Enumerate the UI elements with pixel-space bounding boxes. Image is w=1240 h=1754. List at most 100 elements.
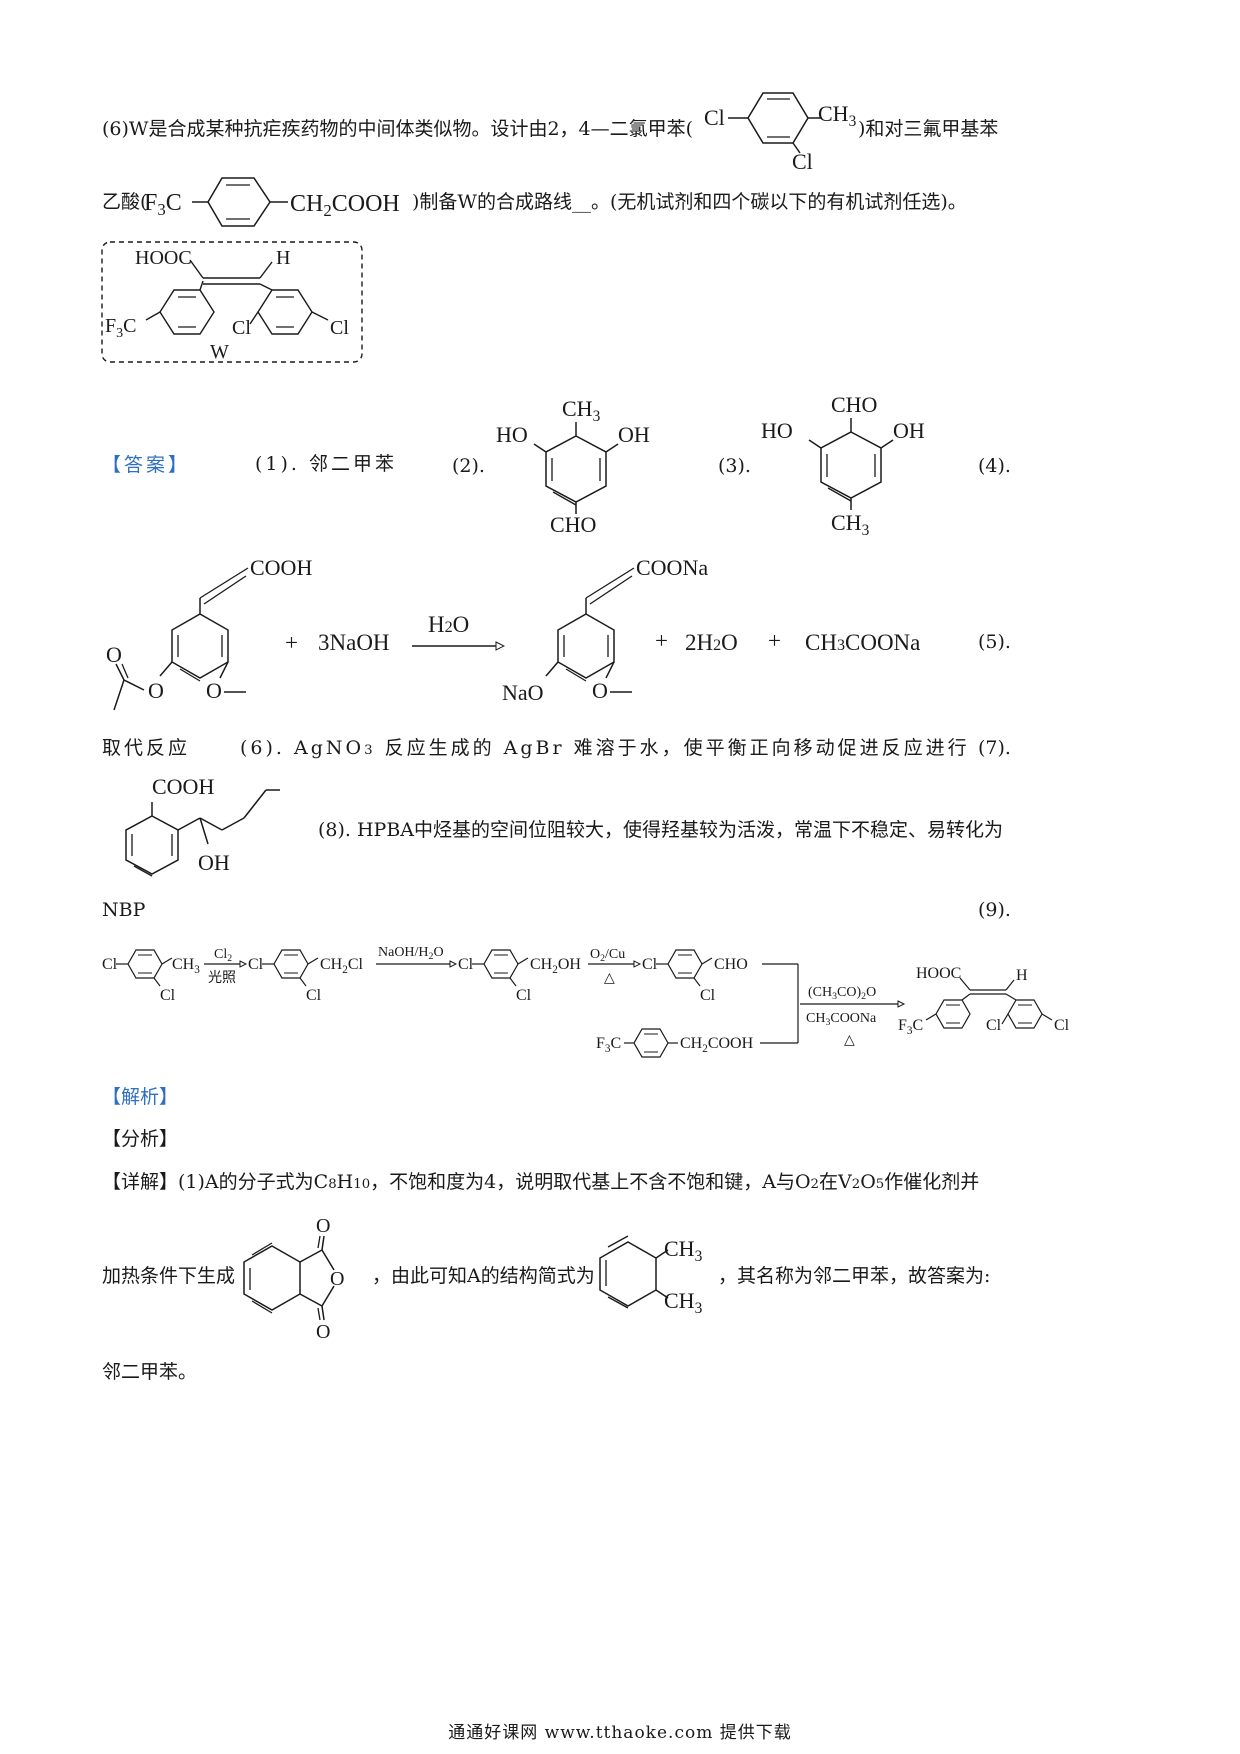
svg-text:CHO: CHO [831, 392, 877, 417]
route-mol-4: Cl CHO Cl [642, 949, 748, 1004]
answer-5-label: (5). [978, 631, 1011, 653]
phthalic-anhydride-structure: O O O [243, 1215, 344, 1342]
question-6-text: (6)W是合成某种抗疟疾药物的中间体类似物。设计由2，4—二氯甲苯( [102, 115, 693, 143]
answer-9-label: (9). [978, 899, 1011, 921]
plus-sign-1: + [285, 630, 298, 655]
fenxi-tag: 【分析】 [102, 1128, 179, 1150]
q6-line2-end: )制备W的合成路线__。(无机试剂和四个碳以下的有机试剂任选)。 [412, 191, 967, 213]
route-arrow-2: NaOH/H2O [376, 945, 458, 968]
svg-text:Cl: Cl [248, 956, 264, 973]
svg-text:COOH: COOH [250, 555, 312, 580]
question-6-line2-end: )制备W的合成路线__。(无机试剂和四个碳以下的有机试剂任选)。 [412, 188, 967, 216]
dichlorotoluene-structure: Cl CH3 Cl [704, 92, 857, 174]
svg-text:Cl: Cl [102, 956, 118, 973]
svg-text:Cl: Cl [458, 956, 474, 973]
plus-sign-2: + [655, 628, 668, 653]
condition-h2o: H2O [428, 612, 470, 637]
svg-text:CH2COOH: CH2COOH [290, 191, 400, 220]
svg-text:O: O [592, 678, 608, 703]
answer-5-text: 取代反应 [102, 737, 191, 759]
svg-text:Cl: Cl [986, 1017, 1002, 1034]
svg-text:Cl: Cl [330, 317, 349, 339]
ortho-xylene-structure: CH3 CH3 [599, 1235, 703, 1317]
svg-text:O: O [106, 642, 122, 667]
svg-text:O: O [330, 1268, 344, 1290]
q6-after-mol: )和对三氟甲基苯 [858, 118, 999, 140]
svg-text:COOH: COOH [152, 774, 214, 799]
w-label: W [210, 341, 229, 363]
cond3-top: O2/Cu [590, 947, 625, 964]
plus-sign-3: + [768, 628, 781, 653]
question-6-line2: 乙酸( [102, 188, 147, 216]
svg-text:O: O [316, 1321, 330, 1342]
svg-text:H: H [276, 247, 290, 269]
cond3-bottom: △ [604, 971, 615, 986]
svg-text:OH: OH [893, 418, 925, 443]
answer-7-structure: COOH OH [125, 774, 280, 877]
svg-text:Cl: Cl [704, 105, 725, 130]
answer-4-label: (4). [978, 455, 1011, 477]
svg-text:H: H [1016, 967, 1028, 984]
route-product-w: HOOC H F3C Cl Cl [898, 965, 1070, 1037]
product-sodium-acetate: CH3COONa [805, 630, 921, 655]
route-arrow-3: O2/Cu △ [588, 947, 642, 986]
svg-text:CH3: CH3 [818, 101, 857, 130]
svg-text:Cl: Cl [516, 987, 532, 1004]
svg-text:Cl: Cl [700, 987, 716, 1004]
answer-6: (6). AgNO3 反应生成的 AgBr 难溶于水，使平衡正向移动促进反应进行 [240, 737, 970, 759]
cond4-delta: △ [844, 1033, 855, 1048]
answer-8-end: NBP [102, 899, 146, 921]
svg-text:CH3: CH3 [664, 1288, 703, 1317]
cond4-bottom: CH3COONa [806, 1011, 877, 1028]
detail-line-2c: ，其名称为邻二甲苯，故答案为: [718, 1265, 991, 1287]
synthesis-route: Cl CH3 Cl Cl2 光照 Cl CH2Cl Cl NaOH/H2O Cl [102, 945, 1070, 1058]
reaction-arrow [412, 641, 505, 651]
svg-text:O: O [206, 678, 222, 703]
svg-text:CH3: CH3 [664, 1236, 703, 1265]
q6-line2-start: 乙酸( [102, 191, 148, 213]
page-footer: 通通好课网 www.tthaoke.com 提供下载 [448, 1723, 792, 1743]
svg-text:COONa: COONa [636, 555, 708, 580]
route-arrow-1: Cl2 光照 [204, 947, 248, 986]
svg-text:Cl: Cl [232, 317, 251, 339]
svg-text:CH2OH: CH2OH [530, 956, 581, 976]
answer-4-reactant-structure: COOH O O O [106, 555, 312, 711]
reagent-naoh: 3NaOH [318, 630, 390, 655]
detail-line-2b: ，由此可知A的结构简式为 [372, 1265, 595, 1287]
route-mol-3: Cl CH2OH Cl [458, 949, 581, 1004]
svg-text:F3C: F3C [105, 315, 136, 341]
svg-text:CH2COOH: CH2COOH [680, 1035, 754, 1055]
svg-text:Cl: Cl [792, 149, 813, 174]
svg-text:O: O [148, 678, 164, 703]
route-arrow-4: (CH3CO)2O CH3COONa △ [800, 985, 906, 1048]
svg-text:F3C: F3C [144, 190, 182, 219]
svg-text:Cl: Cl [306, 987, 322, 1004]
svg-text:CHO: CHO [550, 512, 596, 537]
cond4-top: (CH3CO)2O [808, 985, 876, 1002]
svg-text:NaO: NaO [502, 680, 544, 705]
svg-text:O: O [316, 1215, 330, 1237]
route-mol-5: F3C CH2COOH [596, 1028, 754, 1058]
answer-7-label: (7). [978, 737, 1011, 759]
detail-line-2a: 加热条件下生成 [102, 1265, 236, 1287]
route-mol-2: Cl CH2Cl Cl [248, 949, 364, 1004]
trifluoromethylphenylacetic-acid-structure: F3C CH2COOH [144, 177, 400, 227]
svg-text:CH2Cl: CH2Cl [320, 956, 364, 976]
svg-text:Cl: Cl [1054, 1017, 1070, 1034]
answer-1: (1). 邻二甲苯 [255, 453, 397, 475]
answer-2-structure: CH3 HO OH CHO [496, 396, 650, 537]
svg-text:OH: OH [198, 850, 230, 875]
detail-line-3: 邻二甲苯。 [102, 1361, 198, 1383]
w-structure-box: HOOC H F3C Cl Cl W [101, 241, 363, 363]
cond2: NaOH/H2O [378, 945, 444, 962]
svg-text:HO: HO [496, 422, 528, 447]
answer-tag: 【答案】 [102, 454, 191, 476]
svg-text:CH3: CH3 [562, 396, 601, 425]
svg-text:CH3: CH3 [172, 956, 200, 976]
svg-text:CH3: CH3 [831, 510, 870, 536]
analysis-tag: 【解析】 [102, 1086, 179, 1108]
svg-text:OH: OH [618, 422, 650, 447]
question-6-tail: )和对三氟甲基苯 [858, 115, 998, 143]
answer-3-label: (3). [718, 455, 751, 477]
svg-text:HOOC: HOOC [916, 965, 961, 982]
